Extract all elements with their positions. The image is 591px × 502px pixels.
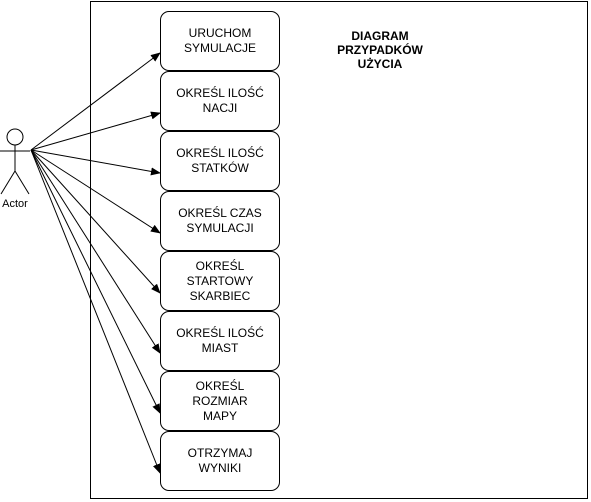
system-boundary (90, 1, 588, 499)
diagram-title: DIAGRAM PRZYPADKÓW UŻYCIA (337, 29, 423, 71)
association-arrow (30, 149, 161, 176)
association-arrow (30, 111, 161, 151)
use-case-get-results[interactable]: OTRZYMAJ WYNIKI (160, 431, 280, 491)
actor-right-leg (14, 170, 30, 195)
actor-label: Actor (2, 198, 28, 210)
association-arrow (30, 149, 161, 294)
actor-figure[interactable] (0, 128, 30, 195)
actor-head (6, 128, 24, 146)
use-case-city-count[interactable]: OKREŚL ILOŚĆ MIAST (160, 311, 280, 371)
use-case-map-size[interactable]: OKREŚL ROZMIAR MAPY (160, 371, 280, 431)
association-arrow (30, 149, 161, 354)
use-case-start-simulation[interactable]: URUCHOM SYMULACJE (160, 11, 280, 71)
use-case-ship-count[interactable]: OKREŚL ILOŚĆ STATKÓW (160, 131, 280, 191)
use-case-nation-count[interactable]: OKREŚL ILOŚĆ NACJI (160, 71, 280, 131)
association-arrow (30, 149, 161, 414)
use-case-starting-treasury[interactable]: OKREŚL STARTOWY SKARBIEC (160, 251, 280, 311)
use-case-simulation-time[interactable]: OKREŚL CZAS SYMULACJI (160, 191, 280, 251)
actor-left-leg (0, 170, 16, 195)
association-arrows (30, 52, 161, 474)
association-arrow (30, 52, 161, 151)
association-arrow (30, 149, 161, 474)
association-arrow (30, 149, 161, 234)
